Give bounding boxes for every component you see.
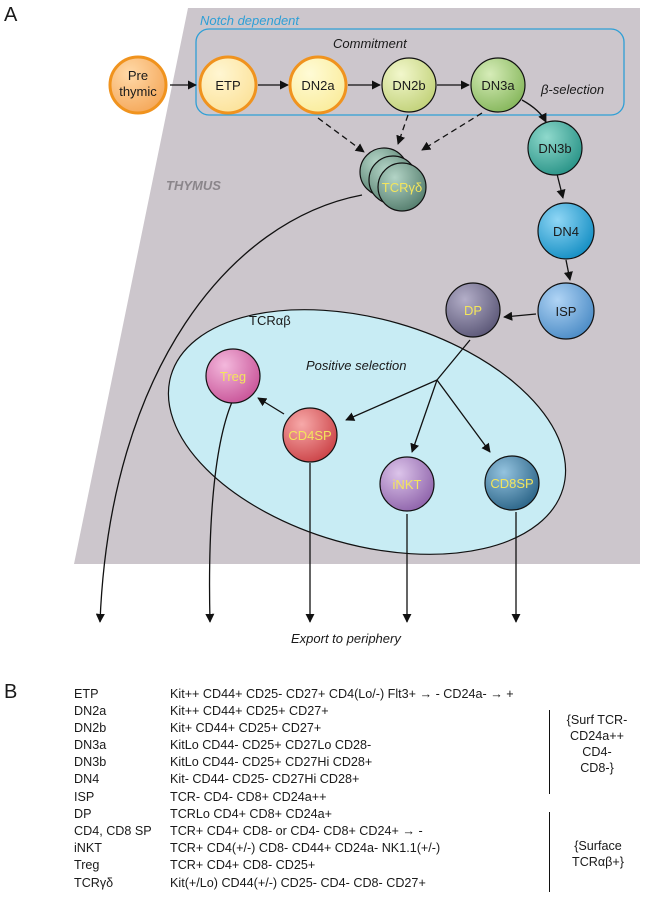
row-markers: Kit++ CD44+ CD25- CD27+ CD4(Lo/-) Flt3+ … bbox=[170, 687, 514, 701]
row-name: DN3b bbox=[74, 755, 107, 769]
row-name: CD4, CD8 SP bbox=[74, 824, 152, 838]
brace-divider-dn bbox=[549, 710, 550, 794]
thymocyte-development-diagram: THYMUS Notch dependent Commitment β-sele… bbox=[74, 8, 640, 646]
row-markers: Kit- CD44- CD25- CD27Hi CD28+ bbox=[170, 772, 360, 786]
dashed-arrow-dn3a-tcrgd bbox=[421, 112, 483, 151]
node-tcrgd: TCRγδ bbox=[359, 147, 427, 212]
node-dn2a: DN2a bbox=[288, 55, 348, 115]
node-dn2a-label: DN2a bbox=[301, 78, 335, 93]
arrow-dn3b-dn4 bbox=[556, 173, 566, 199]
export-arrow-tcrgd bbox=[95, 194, 363, 623]
tcr-ab-region bbox=[167, 309, 567, 555]
row-markers: TCR+ CD4(+/-) CD8- CD44+ CD24a- NK1.1(+/… bbox=[170, 841, 441, 855]
arrow-dn4-isp bbox=[563, 259, 573, 281]
panel-label-b: B bbox=[4, 681, 18, 703]
arrow-to-cd8sp bbox=[436, 379, 491, 453]
arrow-dp-branch bbox=[436, 339, 471, 381]
node-etp: ETP bbox=[198, 55, 258, 115]
node-cd8sp: CD8SP bbox=[484, 455, 540, 511]
row-markers: KitLo CD44- CD25+ CD27Lo CD28- bbox=[170, 738, 372, 752]
row-name: DN3a bbox=[74, 738, 107, 752]
brace-text-tcrab: {Surface TCRαβ+} bbox=[556, 838, 640, 870]
row-name: ETP bbox=[74, 687, 99, 701]
brace-line: CD24a++ bbox=[570, 729, 624, 743]
arrow-cd4sp-treg bbox=[257, 397, 285, 415]
node-treg: Treg bbox=[205, 348, 261, 404]
row-name: TCRγδ bbox=[74, 876, 114, 890]
row-name: DN2a bbox=[74, 704, 107, 718]
node-inkt-label: iNKT bbox=[393, 477, 422, 492]
node-dn3a: DN3a bbox=[470, 57, 526, 113]
node-isp-label: ISP bbox=[556, 304, 577, 319]
node-dn3b-label: DN3b bbox=[538, 141, 571, 156]
row-name: DP bbox=[74, 807, 92, 821]
row-name: ISP bbox=[74, 790, 95, 804]
node-dn3a-label: DN3a bbox=[481, 78, 515, 93]
panel-label-a: A bbox=[4, 4, 18, 26]
row-name: DN2b bbox=[74, 721, 107, 735]
row-markers: TCR- CD4- CD8+ CD24a++ bbox=[170, 790, 327, 804]
node-prethymic-line1: Pre bbox=[128, 68, 148, 83]
brace-line: {Surf TCR- bbox=[566, 713, 628, 727]
row-name: iNKT bbox=[74, 841, 102, 855]
arrow-to-inkt bbox=[410, 379, 438, 453]
row-name: Treg bbox=[74, 858, 100, 872]
row-markers: TCR+ CD4+ CD8- CD25+ bbox=[170, 858, 316, 872]
node-prethymic: Pre thymic bbox=[108, 55, 168, 115]
node-dn3b: DN3b bbox=[527, 120, 583, 176]
brace-line: CD4- bbox=[582, 745, 612, 759]
node-dn2b-label: DN2b bbox=[392, 78, 425, 93]
export-arrow-treg bbox=[205, 401, 233, 623]
row-markers: Kit++ CD44+ CD25+ CD27+ bbox=[170, 704, 329, 718]
notch-dependent-label: Notch dependent bbox=[200, 13, 300, 28]
brace-line: CD8-} bbox=[580, 761, 614, 775]
positive-selection-label: Positive selection bbox=[306, 358, 406, 373]
brace-line: {Surface bbox=[574, 839, 622, 853]
notch-dependent-box bbox=[195, 28, 625, 116]
export-to-periphery-label: Export to periphery bbox=[291, 631, 402, 646]
row-markers: Kit(+/Lo) CD44(+/-) CD25- CD4- CD8- CD27… bbox=[170, 876, 426, 890]
node-cd8sp-label: CD8SP bbox=[490, 476, 533, 491]
node-dn2b: DN2b bbox=[381, 57, 437, 113]
brace-divider-tcrab bbox=[549, 812, 550, 892]
row-markers: TCR+ CD4+ CD8- or CD4- CD8+ CD24+ → - bbox=[170, 824, 423, 838]
arrow-isp-dp bbox=[503, 311, 537, 321]
node-prethymic-line2: thymic bbox=[119, 84, 157, 99]
row-name: DN4 bbox=[74, 772, 100, 786]
row-markers: Kit+ CD44+ CD25+ CD27+ bbox=[170, 721, 322, 735]
node-dn4: DN4 bbox=[537, 202, 595, 260]
node-etp-label: ETP bbox=[215, 78, 240, 93]
node-treg-label: Treg bbox=[220, 369, 246, 384]
marker-table: ETP Kit++ CD44+ CD25- CD27+ CD4(Lo/-) Flt… bbox=[0, 676, 645, 922]
node-inkt: iNKT bbox=[379, 456, 435, 512]
beta-selection-label: β-selection bbox=[540, 82, 604, 97]
brace-line: TCRαβ+} bbox=[572, 855, 624, 869]
arrow-to-cd4sp bbox=[345, 379, 438, 421]
row-markers: KitLo CD44- CD25+ CD27Hi CD28+ bbox=[170, 755, 373, 769]
dashed-arrow-dn2b-tcrgd bbox=[396, 114, 409, 145]
brace-text-dn: {Surf TCR- CD24a++ CD4- CD8-} bbox=[552, 712, 642, 776]
node-isp: ISP bbox=[537, 282, 595, 340]
node-dn4-label: DN4 bbox=[553, 224, 579, 239]
arrow-dn3a-dn3b bbox=[521, 99, 547, 123]
row-markers: TCRLo CD4+ CD8+ CD24a+ bbox=[170, 807, 333, 821]
tcr-ab-label: TCRαβ bbox=[249, 313, 291, 328]
commitment-label: Commitment bbox=[333, 36, 408, 51]
node-dp-label: DP bbox=[464, 303, 482, 318]
thymus-label: THYMUS bbox=[166, 178, 221, 193]
node-dp: DP bbox=[445, 282, 501, 338]
node-cd4sp-label: CD4SP bbox=[288, 428, 331, 443]
node-tcrgd-label: TCRγδ bbox=[382, 180, 422, 195]
node-cd4sp: CD4SP bbox=[282, 407, 338, 463]
